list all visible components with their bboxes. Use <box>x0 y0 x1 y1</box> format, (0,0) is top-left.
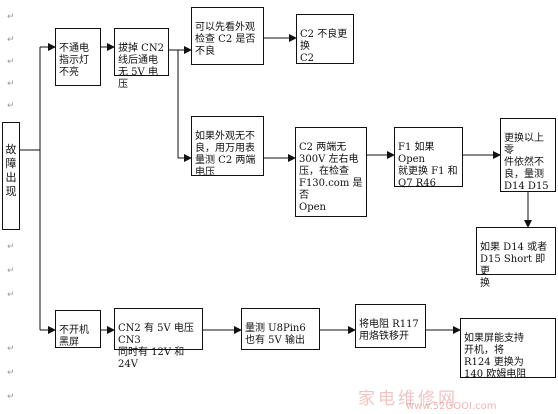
paragraph-mark: ↵ <box>7 344 15 354</box>
node-no-power: 不通电 指示灯 不亮 <box>55 28 101 86</box>
node-d14-short-label: 如果 D14 或者 D15 Short 即更 换 <box>480 242 548 289</box>
node-unplug-cn2-label: 拔掉 CN2 线后通电 无 5V 电压 <box>118 43 164 90</box>
node-no-boot-label: 不开机 黑屏 <box>59 325 89 348</box>
paragraph-mark: ↵ <box>7 101 15 111</box>
node-no-boot: 不开机 黑屏 <box>55 310 101 348</box>
paragraph-mark: ↵ <box>7 290 15 300</box>
node-r117-label: 将电阻 R117 用烙铁移开 <box>359 319 419 342</box>
node-r124-label: 如果屏能支持 开机，将 R124 更换为 140 欧姆电阻 <box>464 333 527 380</box>
paragraph-mark: ↵ <box>7 79 15 89</box>
paragraph-mark: ↵ <box>7 57 15 67</box>
node-u8-pin6: 量测 U8Pin6 也有 5V 输出 <box>241 308 320 350</box>
start-node: 故障出现 <box>2 122 20 230</box>
node-cn2-5v-label: CN2 有 5V 电压 CN3 同时有 12V 和 24V <box>118 323 194 370</box>
node-d14-short: 如果 D14 或者 D15 Short 即更 换 <box>476 227 556 289</box>
node-unplug-cn2: 拔掉 CN2 线后通电 无 5V 电压 <box>114 28 169 90</box>
node-r117: 将电阻 R117 用烙铁移开 <box>355 304 426 348</box>
node-check-c2-look-label: 可以先看外观 检查 C2 是否 不良 <box>195 22 256 57</box>
node-u8-pin6-label: 量测 U8Pin6 也有 5V 输出 <box>245 323 306 346</box>
node-measure-c2: 如果外观无不 良，用万用表 量测 C2 两端 电压 <box>191 116 264 178</box>
connector-unplug-branch <box>169 49 179 158</box>
paragraph-mark: ↵ <box>7 242 15 252</box>
node-r124: 如果屏能支持 开机，将 R124 更换为 140 欧姆电阻 <box>460 318 556 380</box>
paragraph-mark: ↵ <box>7 35 15 45</box>
paragraph-mark: ↵ <box>7 392 15 402</box>
node-f1-open: F1 如果 Open 就更换 F1 和 Q7 R46 <box>394 127 463 189</box>
watermark-site-name: 家电维修网 <box>358 389 458 409</box>
node-check-c2-look: 可以先看外观 检查 C2 是否 不良 <box>191 7 264 65</box>
node-still-bad-label: 更换以上零 件依然不 良，量测 D14 D15 <box>504 133 549 192</box>
node-measure-c2-label: 如果外观无不 良，用万用表 量测 C2 两端 电压 <box>195 131 256 178</box>
node-still-bad: 更换以上零 件依然不 良，量测 D14 D15 <box>500 118 556 192</box>
node-c2-no-300v: C2 两端无 300V 左右电 压，在检查 F130.com 是否 Open <box>295 127 367 217</box>
node-c2-no-300v-label: C2 两端无 300V 左右电 压，在检查 F130.com 是否 Open <box>299 142 363 213</box>
paragraph-mark: ↵ <box>7 266 15 276</box>
watermark-url: www.52GOOI.com <box>406 401 497 412</box>
paragraph-mark: ↵ <box>7 12 15 22</box>
node-cn2-5v: CN2 有 5V 电压 CN3 同时有 12V 和 24V <box>114 308 203 370</box>
start-node-label: 故障出现 <box>5 143 17 198</box>
node-no-power-label: 不通电 指示灯 不亮 <box>59 43 89 78</box>
node-replace-c2: C2 不良更换 C2 <box>296 14 354 64</box>
node-f1-open-label: F1 如果 Open 就更换 F1 和 Q7 R46 <box>398 142 458 189</box>
paragraph-mark: ↵ <box>7 368 15 378</box>
node-replace-c2-label: C2 不良更换 C2 <box>300 29 348 64</box>
